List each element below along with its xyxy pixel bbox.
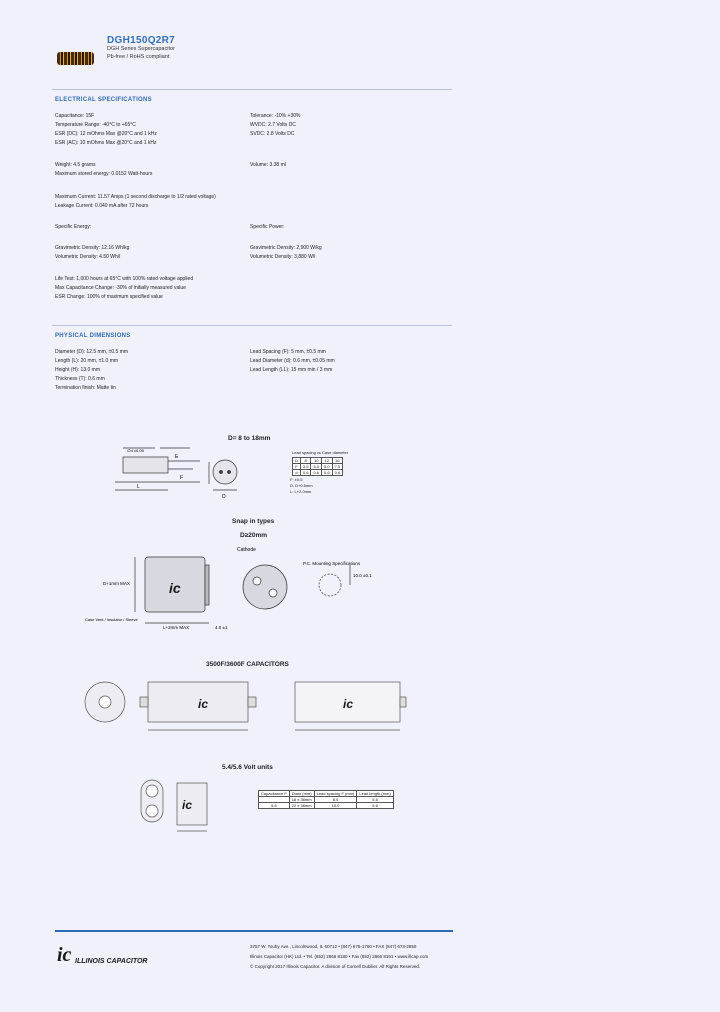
footer-ic-logo: ic xyxy=(57,944,72,966)
spec-line: ESR (DC): 12 mOhms Max @20°C and 1 kHz xyxy=(55,131,157,137)
drawing-title: 5.4/5.6 Volt units xyxy=(222,764,273,771)
ic-logo-mark: ic xyxy=(182,798,192,812)
note: L: L+2.0mm xyxy=(290,489,312,494)
capacitance-change: Max Capacitance Change: -30% of initiall… xyxy=(55,285,186,291)
volumetric-energy: Volumetric Density: 4.50 Wh/l xyxy=(55,254,121,260)
snap-in-drawing: ic Cathode D+1mm MAX L+2mm MAX 4.0 ±1 P.… xyxy=(85,547,372,630)
weight: Weight: 4.5 grams xyxy=(55,162,96,168)
specific-energy: Specific Energy: xyxy=(55,224,92,230)
physical-heading: PHYSICAL DIMENSIONS xyxy=(55,333,131,339)
note: F: ±0.5 xyxy=(290,477,303,482)
footer-web: Illinois Capacitor (HK) Ltd. • Tel. (852… xyxy=(250,954,429,959)
large-cap-drawing: ic ic xyxy=(84,681,407,731)
spec-line: WVDC: 2.7 Volts DC xyxy=(250,122,296,128)
volumetric-power: Volumetric Density: 3,880 W/l xyxy=(250,254,316,260)
ic-logo-mark: ic xyxy=(169,580,181,596)
dim-10-label: 10.0 ±0.1 xyxy=(353,573,372,578)
dim-line: Height (H): 13.0 mm xyxy=(55,367,101,373)
lead-table-title: Lead spacing vs Case diameter xyxy=(292,450,349,455)
dim-line: Lead Spacing (F): 5 mm, ±0.5 mm xyxy=(250,349,326,355)
compliance-note: Pb-free / RoHS compliant xyxy=(107,54,170,60)
spec-line: SVDC: 2.8 Volts DC xyxy=(250,131,295,137)
note: D: D+0.5mm xyxy=(290,483,313,488)
divider xyxy=(52,89,452,90)
dim-line: Termination finish: Matte tin xyxy=(55,385,116,391)
f-label: F xyxy=(180,475,183,481)
ic-logo-mark: ic xyxy=(198,697,208,711)
dim-line: Lead Length (LL): 15 mm min / 3 mm xyxy=(250,367,333,373)
leakage-current: Leakage Current: 0.040 mA after 72 hours xyxy=(55,203,149,209)
dim-4-label: 4.0 ±1 xyxy=(215,625,228,630)
max-current: Maximum Current: 11.57 Amps (1 second di… xyxy=(55,194,216,200)
drawing-subtitle: D≥20mm xyxy=(240,532,268,539)
life-test: Life Test: 1,000 hours at 65°C with 100%… xyxy=(55,276,194,282)
esr-change: ESR Change: 100% of maximum specified va… xyxy=(55,294,163,300)
spec-line: ESR (AC): 10 mOhms Max @20°C and 1 kHz xyxy=(55,140,157,146)
spec-line: Temperature Range: -40°C to +65°C xyxy=(55,122,136,128)
stored-energy: Maximum stored energy: 0.0152 Watt-hours xyxy=(55,171,153,177)
electrical-heading: ELECTRICAL SPECIFICATIONS xyxy=(55,97,152,103)
specific-power: Specific Power: xyxy=(250,224,285,230)
lead-dia-label: ∅d ±0.05 xyxy=(127,448,145,453)
spec-line: Capacitance: 15F xyxy=(55,113,95,119)
drawing-title: Snap in types xyxy=(232,518,275,525)
pc-mounting-label: P.C. Mounting Specifications xyxy=(303,561,361,566)
volume: Volume: 3.38 ml xyxy=(250,162,286,168)
capacitor-photo xyxy=(57,52,94,65)
cathode-label: Cathode xyxy=(237,547,256,553)
spec-line: Tolerance: -10% +30% xyxy=(250,113,301,119)
part-subtitle: DGH Series Supercapacitor xyxy=(107,46,175,52)
gravimetric-energy: Gravimetric Density: 12.16 Wh/kg xyxy=(55,245,130,251)
radial-drawing: ∅d ±0.05 E F L D xyxy=(115,447,238,500)
volt-unit-drawing: ic xyxy=(140,779,208,832)
dim-line: Thickness (T): 0.6 mm xyxy=(55,376,105,382)
dim-line: Length (L): 20 mm, ±1.0 mm xyxy=(55,358,119,364)
footer-copyright: © Copyright 2017 Illinois Capacitor. A d… xyxy=(250,964,421,969)
drawing-title: D= 8 to 18mm xyxy=(228,435,271,442)
gravimetric-power: Gravimetric Density: 2,900 W/kg xyxy=(250,245,322,251)
d-label: D xyxy=(222,494,226,500)
footer-company: ILLINOIS CAPACITOR xyxy=(75,958,148,965)
l-label: L xyxy=(137,484,140,490)
sleeve-label: Case Vent / Insulator / Sleeve xyxy=(85,617,138,622)
footer-rule xyxy=(55,930,453,932)
dim-line: Lead Diameter (d): 0.6 mm, ±0.05 mm xyxy=(250,358,335,364)
drawing-title: 3500F/3600F CAPACITORS xyxy=(206,661,289,668)
l-max-label: L+2mm MAX xyxy=(163,625,189,630)
ic-logo-mark: ic xyxy=(343,697,353,711)
footer-address: 3757 W. Touhy Ave., Lincolnwood, IL 6071… xyxy=(250,944,417,949)
d-max-label: D+1mm MAX xyxy=(103,581,130,586)
dim-line: Diameter (D): 12.5 mm, ±0.5 mm xyxy=(55,349,129,355)
e-label: E xyxy=(175,454,179,460)
divider xyxy=(52,325,452,326)
part-number: DGH150Q2R7 xyxy=(107,35,176,46)
